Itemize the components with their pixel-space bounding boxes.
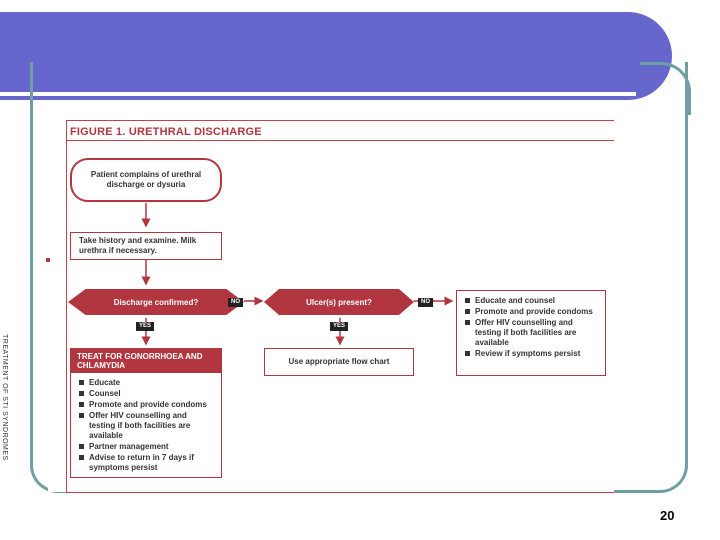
slide-frame-corner — [640, 62, 691, 115]
decision-discharge-confirmed: Discharge confirmed? — [68, 289, 244, 315]
history-node: Take history and examine. Milk urethra i… — [70, 232, 222, 260]
counsel-list: Educate and counsel Promote and provide … — [463, 296, 599, 359]
list-item: Advise to return in 7 days if symptoms p… — [77, 453, 215, 473]
figure-title-rule — [66, 140, 614, 141]
flowchart-reference-node: Use appropriate flow chart — [264, 348, 414, 376]
document-bottom-rule — [66, 492, 614, 493]
document-top-rule — [66, 120, 614, 121]
list-item: Promote and provide condoms — [463, 307, 599, 317]
figure-document: TREATMENT OF STI SYNDROMES FIGURE 1. URE… — [1, 108, 614, 493]
list-item: Educate and counsel — [463, 296, 599, 306]
list-item: Educate — [77, 378, 215, 388]
banner-stripe — [0, 92, 636, 96]
document-left-rule — [66, 120, 67, 492]
treatment-list: Educate Counsel Promote and provide cond… — [71, 373, 221, 479]
treatment-title: TREAT FOR GONORRHOEA AND CHLAMYDIA — [71, 349, 221, 373]
side-marker — [46, 258, 50, 262]
label-yes-1: YES — [136, 322, 155, 331]
slide-page-number: 20 — [660, 508, 675, 523]
side-running-text: TREATMENT OF STI SYNDROMES — [1, 334, 8, 461]
slide-header-banner — [0, 12, 672, 100]
decision-ulcer-present: Ulcer(s) present? — [264, 289, 414, 315]
counsel-node: Educate and counsel Promote and provide … — [456, 290, 606, 376]
list-item: Review if symptoms persist — [463, 349, 599, 359]
label-no-1: NO — [228, 298, 243, 307]
figure-title: FIGURE 1. URETHRAL DISCHARGE — [70, 126, 262, 138]
list-item: Offer HIV counselling and testing if bot… — [77, 411, 215, 441]
label-yes-2: YES — [330, 322, 349, 331]
list-item: Promote and provide condoms — [77, 400, 215, 410]
label-no-2: NO — [418, 298, 433, 307]
treatment-node: TREAT FOR GONORRHOEA AND CHLAMYDIA Educa… — [70, 348, 222, 478]
list-item: Offer HIV counselling and testing if bot… — [463, 318, 599, 348]
list-item: Counsel — [77, 389, 215, 399]
start-node: Patient complains of urethral discharge … — [70, 158, 222, 202]
list-item: Partner management — [77, 442, 215, 452]
